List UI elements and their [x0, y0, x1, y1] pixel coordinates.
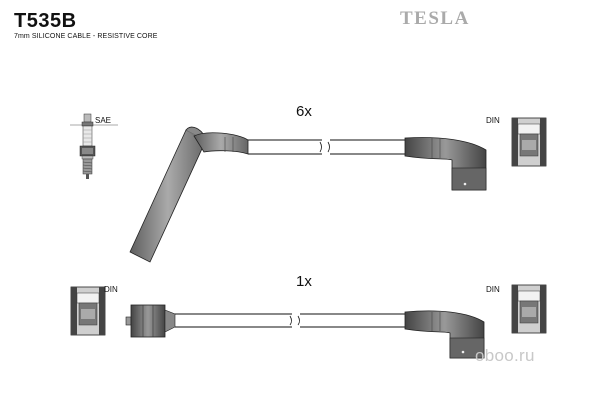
spark-plug-icon [70, 113, 118, 179]
angled-boot-icon [404, 137, 487, 191]
brand-logo: TESLA [400, 8, 470, 29]
coil-connector-icon [125, 304, 176, 338]
upper-right-end-label: DIN [486, 116, 500, 125]
part-number: T535B [14, 10, 77, 32]
upper-quantity: 6x [296, 103, 312, 120]
product-subtitle: 7mm SILICONE CABLE - RESISTIVE CORE [14, 33, 158, 40]
din-terminal-icon [511, 117, 547, 167]
din-terminal-icon [70, 286, 106, 336]
angled-boot-icon [404, 310, 485, 359]
lower-right-end-label: DIN [486, 285, 500, 294]
upper-left-end-label: SAE [95, 116, 112, 125]
straight-plug-boot-icon [129, 126, 249, 263]
lower-quantity: 1x [296, 273, 312, 290]
cable-lower [175, 313, 405, 328]
lower-left-end-label: DIN [104, 285, 118, 294]
cable-upper [248, 139, 405, 155]
watermark: oboo.ru [475, 346, 535, 365]
din-terminal-icon [511, 284, 547, 334]
